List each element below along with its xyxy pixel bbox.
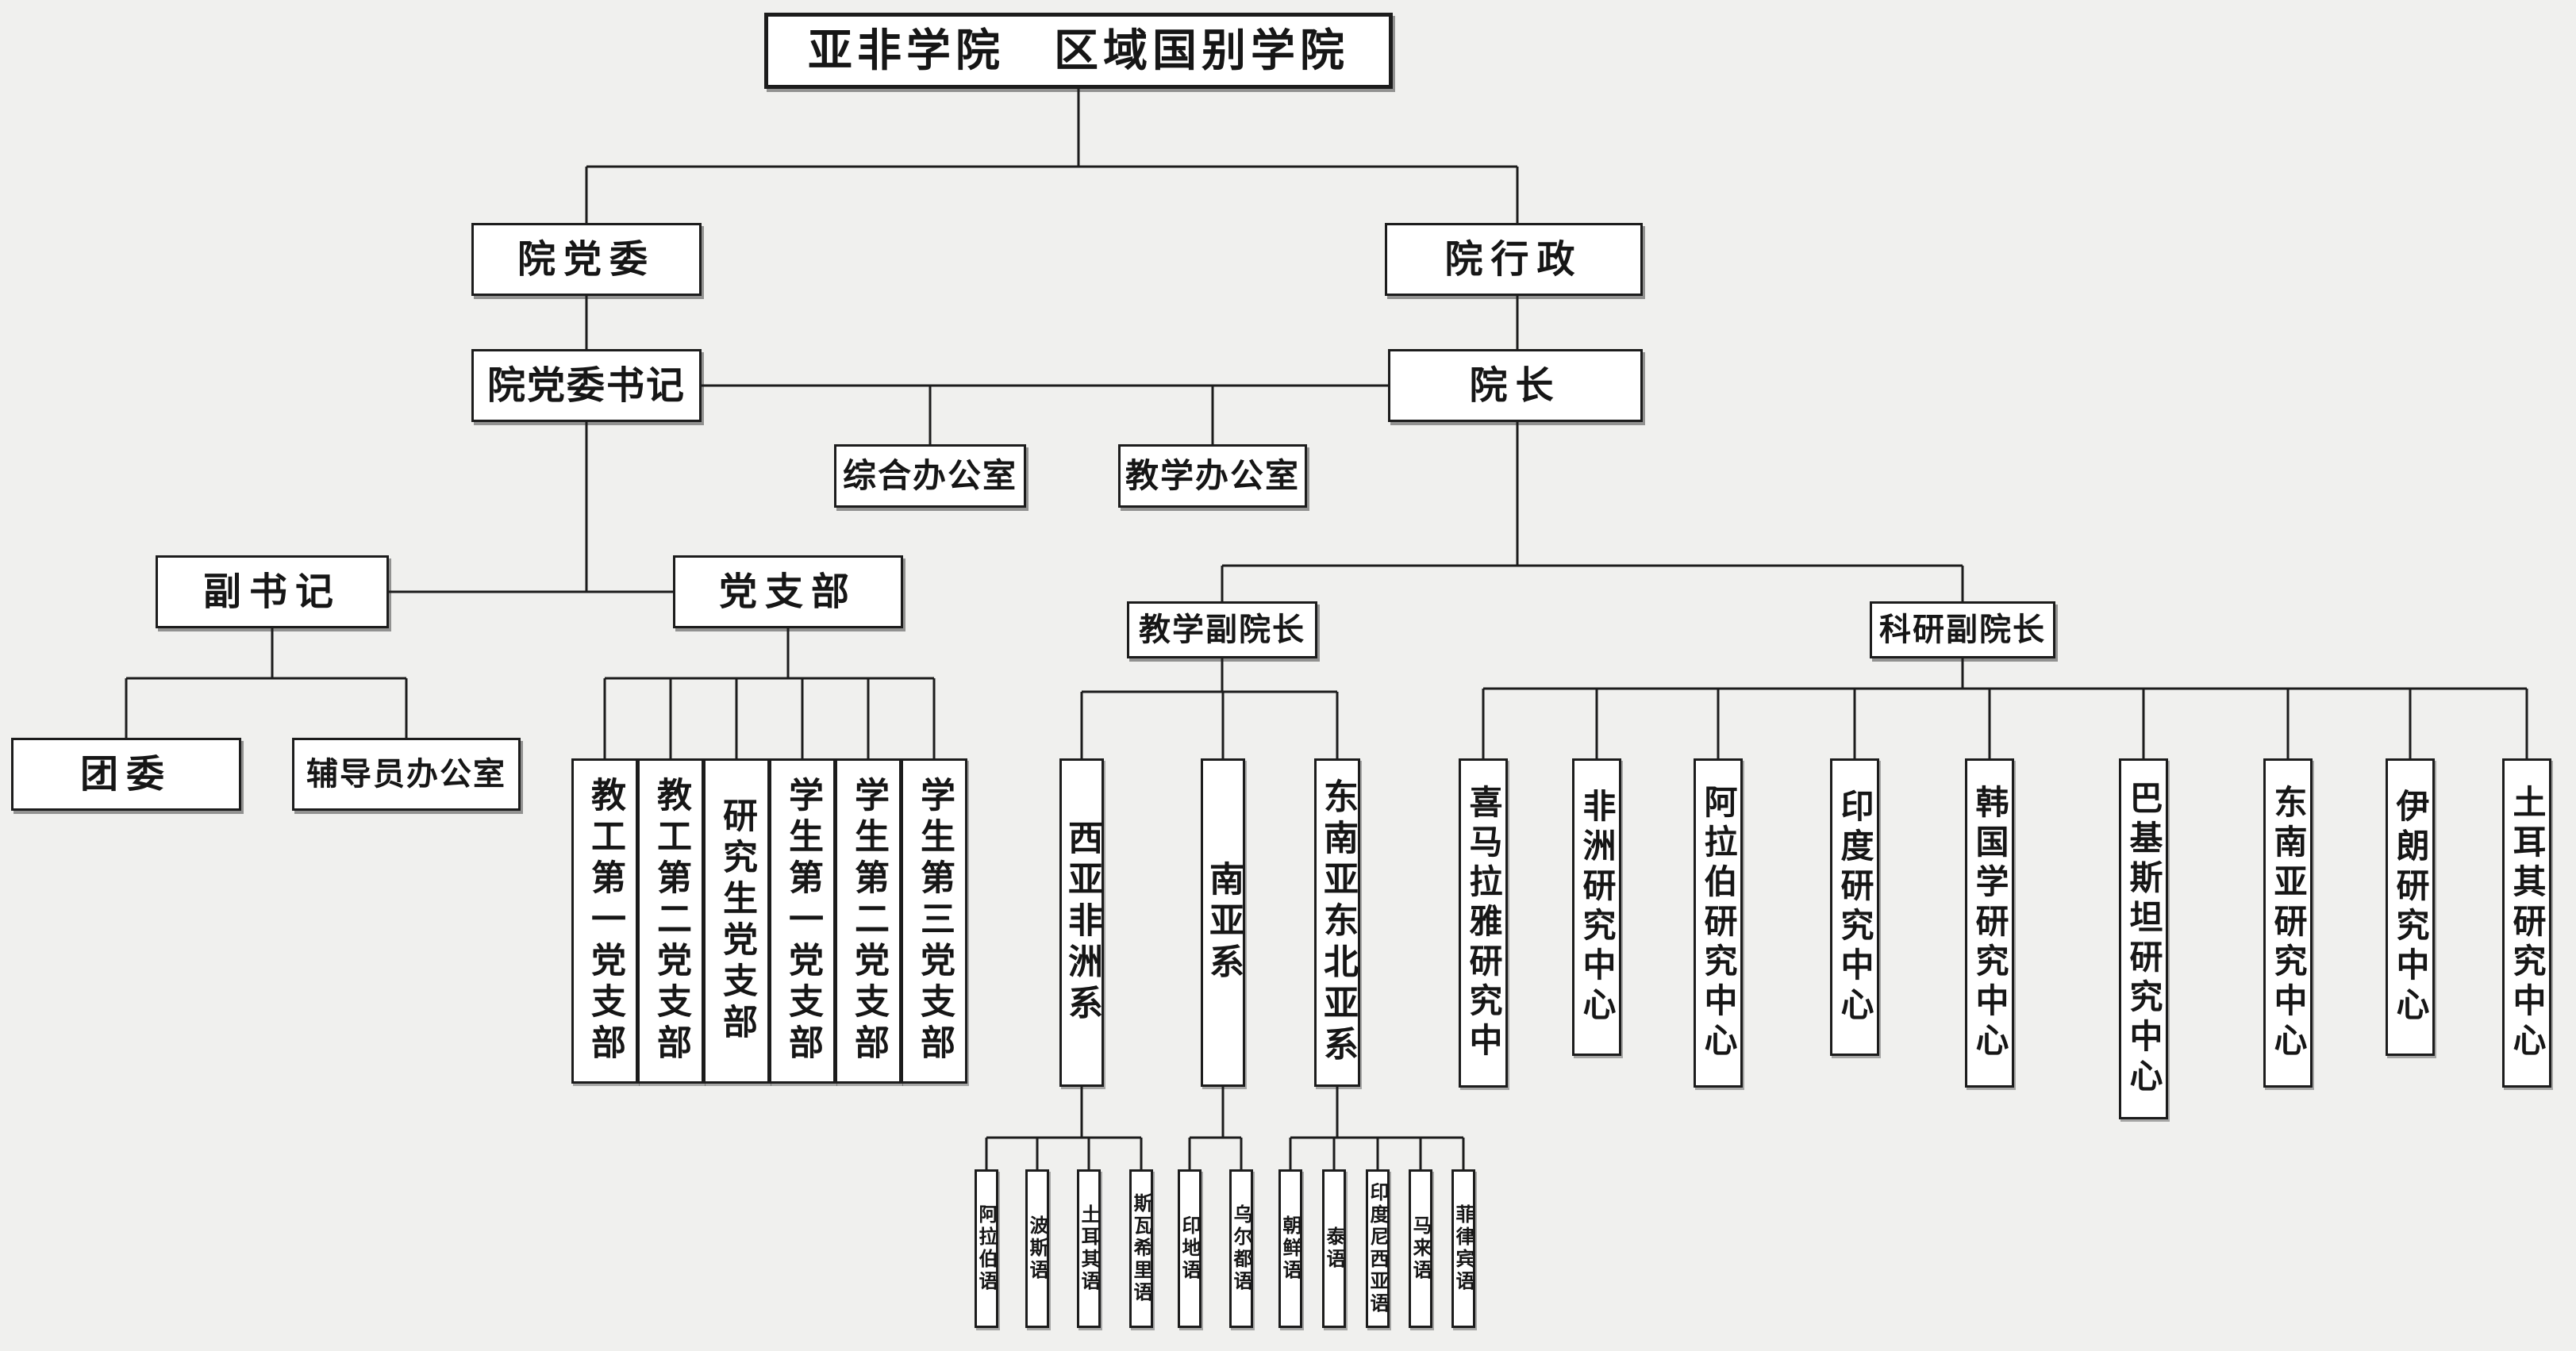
node-lang-filipino: 菲律宾语: [1451, 1169, 1475, 1328]
node-party-branch-student-2: 学生第二党支部: [835, 758, 902, 1084]
center-label: 喜马拉雅研究中: [1464, 784, 1503, 1062]
node-center-turkey: 土耳其研究中心: [2502, 758, 2551, 1088]
node-lang-turkish: 土耳其语: [1077, 1169, 1101, 1328]
center-label: 东南亚研究中心: [2269, 784, 2308, 1062]
lang-label: 波斯语: [1026, 1215, 1049, 1282]
node-center-iran: 伊朗研究中心: [2386, 758, 2435, 1056]
dept-label: 东南亚东北亚系: [1317, 778, 1358, 1067]
lang-label: 斯瓦希里语: [1130, 1193, 1153, 1304]
node-administration: 院行政: [1385, 223, 1643, 296]
node-center-himalaya: 喜马拉雅研究中: [1459, 758, 1508, 1088]
node-lang-indonesian: 印度尼西亚语: [1366, 1169, 1390, 1328]
node-center-se-asia: 东南亚研究中心: [2263, 758, 2313, 1088]
center-label: 土耳其研究中心: [2508, 784, 2547, 1062]
node-teaching-office: 教学办公室: [1118, 444, 1307, 508]
node-center-arab: 阿拉伯研究中心: [1694, 758, 1743, 1088]
node-lang-urdu: 乌尔都语: [1229, 1169, 1253, 1328]
node-party-branch-staff-1: 教工第一党支部: [571, 758, 638, 1084]
node-lang-korean: 朝鲜语: [1278, 1169, 1302, 1328]
party-branch-label: 教工第二党支部: [651, 777, 691, 1065]
party-branch-label: 教工第一党支部: [585, 777, 625, 1065]
lang-label: 土耳其语: [1078, 1204, 1101, 1293]
node-general-office: 综合办公室: [834, 444, 1026, 508]
node-lang-malay: 马来语: [1409, 1169, 1432, 1328]
party-branch-label: 学生第一党支部: [782, 777, 823, 1065]
lang-label: 菲律宾语: [1452, 1204, 1475, 1293]
party-branch-label: 研究生党支部: [717, 797, 757, 1045]
node-center-pakistan: 巴基斯坦研究中心: [2119, 758, 2168, 1119]
node-vice-dean-teaching: 教学副院长: [1127, 601, 1317, 658]
node-party-branch-group: 党支部: [673, 555, 903, 628]
party-branch-label: 学生第三党支部: [914, 777, 955, 1065]
dept-label: 西亚非洲系: [1062, 819, 1102, 1026]
lang-label: 乌尔都语: [1230, 1204, 1253, 1293]
node-dept-se-ne-asia: 东南亚东北亚系: [1314, 758, 1360, 1087]
center-label: 韩国学研究中心: [1970, 784, 2009, 1062]
node-youth-league: 团委: [11, 738, 241, 811]
center-label: 非洲研究中心: [1578, 788, 1617, 1027]
node-party-committee: 院党委: [471, 223, 702, 296]
node-vice-dean-research: 科研副院长: [1870, 601, 2055, 658]
dept-label: 南亚系: [1203, 861, 1244, 984]
node-center-africa: 非洲研究中心: [1572, 758, 1621, 1056]
node-center-korea: 韩国学研究中心: [1965, 758, 2014, 1088]
center-label: 巴基斯坦研究中心: [2124, 780, 2163, 1098]
lang-label: 印度尼西亚语: [1367, 1182, 1390, 1315]
node-lang-persian: 波斯语: [1025, 1169, 1049, 1328]
party-branch-label: 学生第二党支部: [848, 777, 889, 1065]
node-party-secretary: 院党委书记: [471, 349, 702, 422]
node-lang-hindi: 印地语: [1178, 1169, 1201, 1328]
lang-label: 朝鲜语: [1279, 1215, 1302, 1282]
node-center-india: 印度研究中心: [1830, 758, 1879, 1056]
lang-label: 阿拉伯语: [975, 1204, 998, 1293]
node-counselor-office: 辅导员办公室: [292, 738, 521, 811]
lang-label: 马来语: [1409, 1215, 1432, 1282]
node-title: 亚非学院 区域国别学院: [764, 13, 1393, 89]
node-deputy-secretary: 副书记: [156, 555, 389, 628]
node-party-branch-student-1: 学生第一党支部: [769, 758, 836, 1084]
node-dean: 院长: [1388, 349, 1643, 422]
center-label: 阿拉伯研究中心: [1699, 784, 1738, 1062]
node-dept-south-asia: 南亚系: [1201, 758, 1245, 1087]
node-lang-arabic: 阿拉伯语: [975, 1169, 998, 1328]
node-party-branch-graduate: 研究生党支部: [703, 758, 770, 1084]
node-lang-swahili: 斯瓦希里语: [1129, 1169, 1153, 1328]
center-label: 印度研究中心: [1836, 788, 1874, 1027]
lang-label: 泰语: [1323, 1226, 1346, 1271]
center-label: 伊朗研究中心: [2391, 788, 2430, 1027]
node-lang-thai: 泰语: [1322, 1169, 1346, 1328]
node-party-branch-staff-2: 教工第二党支部: [637, 758, 704, 1084]
lang-label: 印地语: [1178, 1215, 1201, 1282]
node-party-branch-student-3: 学生第三党支部: [901, 758, 967, 1084]
node-dept-west-asia-africa: 西亚非洲系: [1059, 758, 1104, 1087]
